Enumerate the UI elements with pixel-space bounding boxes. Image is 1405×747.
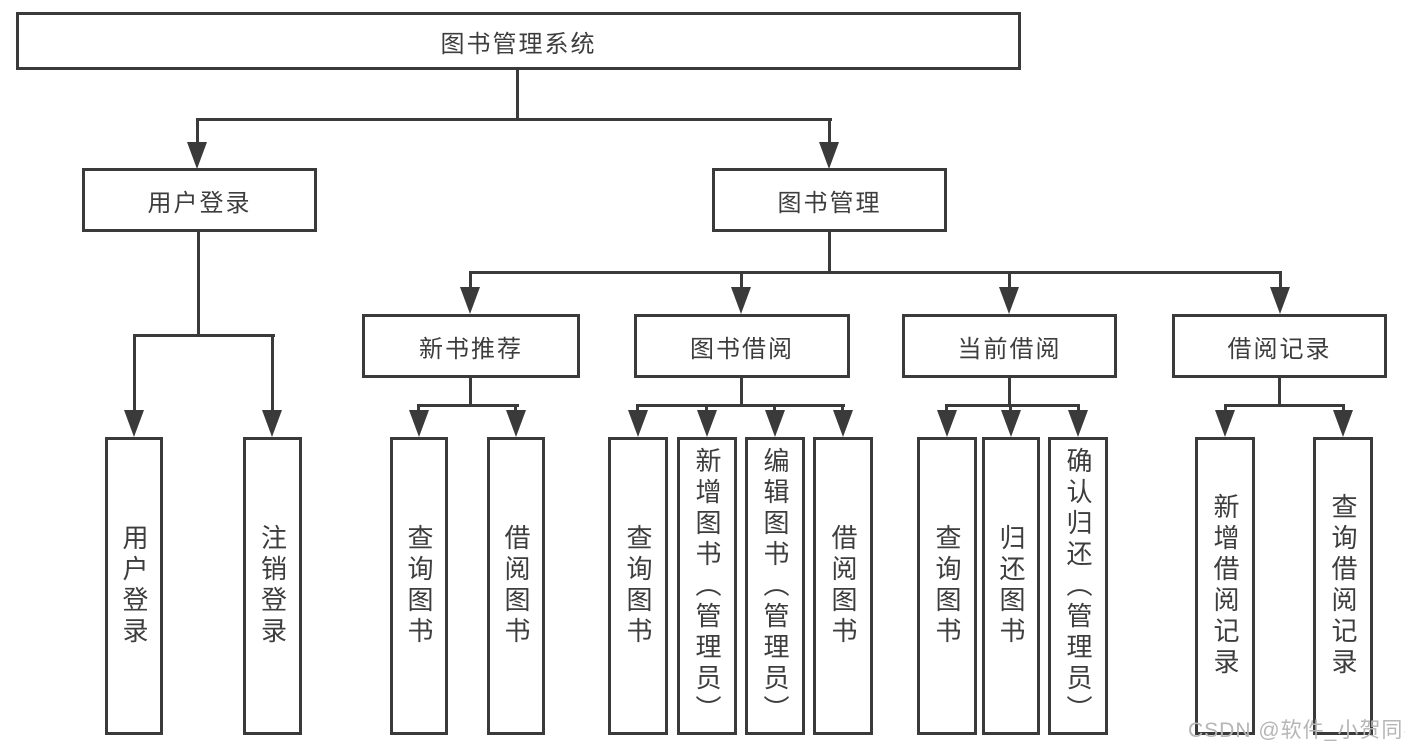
node-label: 新书推荐: [419, 335, 523, 363]
leaf-label: 查询图书: [932, 524, 962, 648]
connector-line: [133, 334, 275, 337]
node-current-borrow: 当前借阅: [902, 314, 1117, 378]
connector-line: [1008, 271, 1011, 291]
arrow-down: [1270, 287, 1290, 314]
connector-line: [1279, 271, 1282, 291]
leaf-add-books-admin: 新增图书（管理员）: [677, 437, 737, 735]
arrow-down: [460, 287, 480, 314]
leaf-label: 查询图书: [623, 524, 653, 648]
node-borrow-records: 借阅记录: [1172, 314, 1387, 378]
leaf-logout-login: 注销登录: [243, 437, 302, 735]
arrow-down: [819, 142, 839, 169]
leaf-label: 查询图书: [404, 524, 434, 648]
arrow-down: [833, 410, 853, 437]
node-user-login: 用户登录: [82, 168, 317, 232]
leaf-label: 借阅图书: [501, 524, 531, 648]
leaf-label: 查询借阅记录: [1328, 493, 1358, 679]
leaf-return-books: 归还图书: [982, 437, 1040, 735]
connector-line: [271, 334, 274, 414]
arrow-down: [506, 410, 526, 437]
leaf-label: 确认归还（管理员）: [1063, 446, 1093, 726]
node-label: 图书管理: [777, 189, 882, 217]
connector-line: [1008, 376, 1011, 407]
node-label: 借阅记录: [1227, 335, 1332, 363]
arrow-down: [765, 410, 785, 437]
node-label: 图书借阅: [690, 335, 794, 363]
arrow-down: [187, 142, 207, 169]
connector-line: [740, 271, 743, 291]
node-book-management: 图书管理: [712, 168, 947, 232]
leaf-confirm-return-admin: 确认归还（管理员）: [1048, 437, 1108, 735]
node-book-borrow: 图书借阅: [634, 314, 850, 378]
csdn-watermark: CSDN @软件_小贺同学: [1188, 719, 1405, 742]
connector-line: [469, 376, 472, 407]
leaf-label: 归还图书: [996, 524, 1026, 648]
connector-line: [1278, 376, 1281, 407]
leaf-user-login: 用户登录: [105, 437, 163, 735]
connector-line: [636, 404, 845, 407]
arrow-down: [124, 410, 144, 437]
connector-line: [469, 271, 1282, 274]
node-library-management-system: 图书管理系统: [16, 12, 1021, 70]
node-label: 用户登录: [147, 189, 252, 217]
connector-line: [740, 376, 743, 407]
leaf-query-books-current: 查询图书: [917, 437, 977, 735]
connector-line: [417, 404, 519, 407]
leaf-query-books-borrow: 查询图书: [608, 437, 668, 735]
connector-line: [516, 68, 519, 120]
arrow-down: [1215, 410, 1235, 437]
leaf-label: 用户登录: [119, 524, 149, 648]
arrow-down: [999, 287, 1019, 314]
connector-line: [196, 118, 199, 148]
leaf-label: 新增借阅记录: [1210, 493, 1240, 679]
connector-line: [196, 118, 832, 121]
arrow-down: [937, 410, 957, 437]
arrow-down: [628, 410, 648, 437]
connector-line: [1224, 404, 1345, 407]
arrow-down: [409, 410, 429, 437]
node-label: 图书管理系统: [440, 30, 597, 58]
arrow-down: [1068, 410, 1088, 437]
connector-line: [133, 334, 136, 414]
arrow-down: [697, 410, 717, 437]
leaf-label: 借阅图书: [828, 524, 858, 648]
connector-line: [469, 271, 472, 291]
leaf-borrow-books-borrow: 借阅图书: [813, 437, 873, 735]
connector-line: [828, 230, 831, 273]
arrow-down: [1001, 410, 1021, 437]
leaf-borrow-books-newbook: 借阅图书: [487, 437, 545, 735]
connector-line: [828, 118, 831, 148]
leaf-label: 注销登录: [257, 524, 288, 648]
leaf-label: 新增图书（管理员）: [692, 446, 722, 726]
arrow-down: [262, 410, 282, 437]
arrow-down: [1333, 410, 1353, 437]
leaf-label: 编辑图书（管理员）: [760, 446, 790, 726]
arrow-down: [731, 287, 751, 314]
connector-line: [197, 230, 200, 336]
leaf-query-borrow-record: 查询借阅记录: [1313, 437, 1373, 735]
node-new-book-recommend: 新书推荐: [362, 314, 580, 378]
connector-line: [945, 404, 1080, 407]
node-label: 当前借阅: [957, 335, 1062, 363]
leaf-edit-books-admin: 编辑图书（管理员）: [745, 437, 805, 735]
leaf-add-borrow-record: 新增借阅记录: [1195, 437, 1255, 735]
leaf-query-books-newbook: 查询图书: [390, 437, 448, 735]
